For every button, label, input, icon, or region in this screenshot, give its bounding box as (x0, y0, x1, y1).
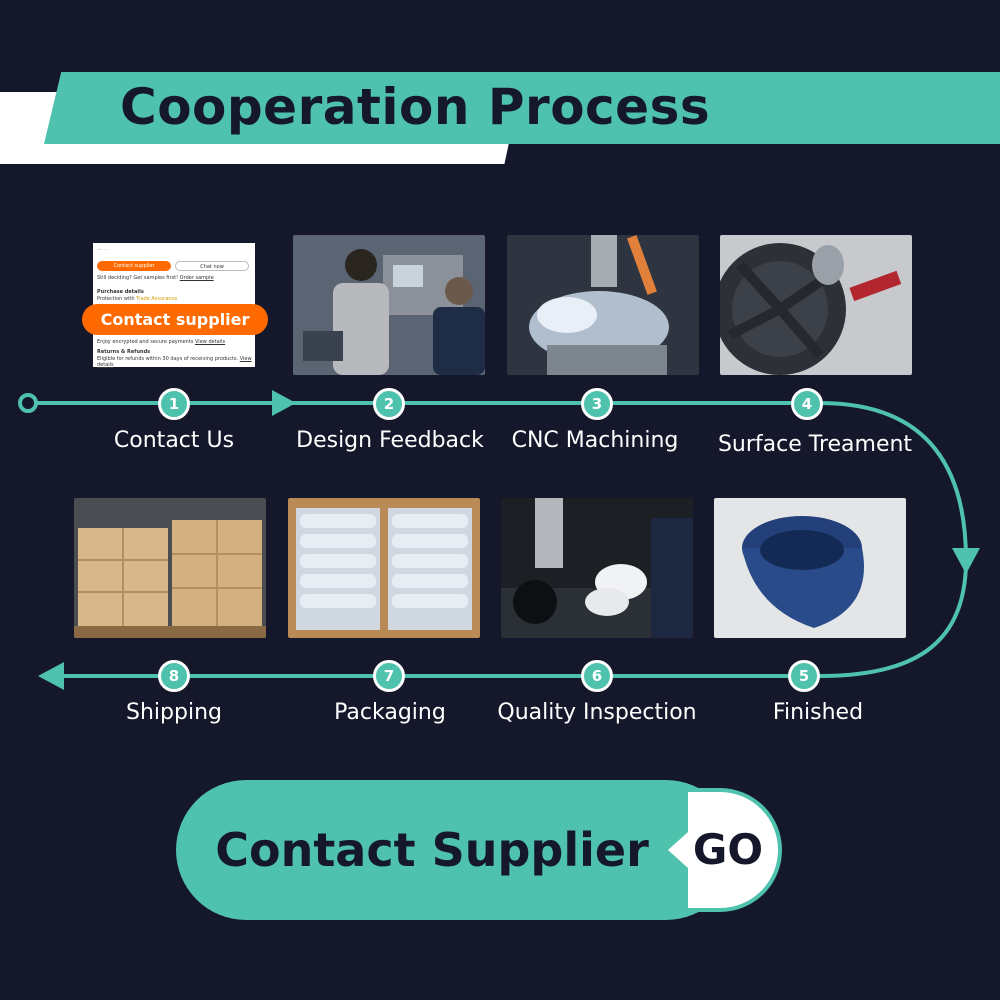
go-button-notch (668, 832, 688, 868)
contact-supplier-button[interactable] (176, 780, 736, 920)
photo-cnc-machining (507, 235, 699, 375)
contact-supplier-pill[interactable]: Contact supplier (82, 304, 268, 335)
photo-finished (714, 498, 906, 638)
card-returns: Returns & Refunds (97, 349, 151, 355)
card-chat-button[interactable]: Chat now (175, 261, 249, 271)
photo-design-feedback (293, 235, 485, 375)
contact-supplier-label[interactable]: Contact Supplier (215, 823, 649, 877)
step-5-badge: 5 (788, 660, 820, 692)
card-payments: Enjoy encrypted and secure payments View… (97, 339, 225, 345)
step-7-label: Packaging (334, 700, 446, 725)
photo-quality-inspection (501, 498, 693, 638)
step-8-badge: 8 (158, 660, 190, 692)
step-7-badge: 7 (373, 660, 405, 692)
step-8-label: Shipping (126, 700, 222, 725)
card-returns-link[interactable]: View details (97, 356, 252, 368)
card-trade-assurance: Trade Assurance (136, 296, 178, 302)
card-tabs: — · · (97, 247, 109, 253)
card-returns-line: Eligible for refunds within 30 days of r… (97, 356, 255, 368)
step-4-label: Surface Treament (717, 432, 913, 457)
step-5-label: Finished (772, 700, 864, 725)
card-contact-button[interactable]: Contact supplier (97, 261, 171, 271)
step-2-label: Design Feedback (296, 428, 484, 453)
flow-arrow-left (38, 662, 64, 690)
card-protection: Protection with Trade Assurance (97, 296, 177, 302)
step-2-badge: 2 (373, 388, 405, 420)
step-3-badge: 3 (581, 388, 613, 420)
step-1-label: Contact Us (113, 428, 235, 453)
photo-shipping (74, 498, 266, 638)
card-purchase-details: Purchase details (97, 289, 144, 295)
card-protection-text: Protection with (97, 296, 135, 302)
flow-start-dot (18, 393, 38, 413)
card-line-1: Still deciding? Get samples first! Order… (97, 275, 214, 281)
flow-arrow-right (272, 390, 296, 416)
flow-arrow-down (952, 548, 980, 574)
card-payments-link[interactable]: View details (195, 339, 226, 345)
card-line-1-text: Still deciding? Get samples first! (97, 275, 179, 281)
card-payments-text: Enjoy encrypted and secure payments (97, 339, 194, 345)
title-banner (44, 72, 1000, 144)
step-4-badge: 4 (791, 388, 823, 420)
photo-packaging (288, 498, 480, 638)
page-title: Cooperation Process (120, 78, 711, 136)
card-line-1-link[interactable]: Order sample (179, 275, 214, 281)
step-1-badge: 1 (158, 388, 190, 420)
step-6-badge: 6 (581, 660, 613, 692)
step-3-label: CNC Machining (511, 428, 679, 453)
go-label[interactable]: GO (692, 825, 764, 874)
step-6-label: Quality Inspection (497, 700, 697, 725)
photo-surface-treatment (720, 235, 912, 375)
card-returns-text: Eligible for refunds within 30 days of r… (97, 356, 239, 362)
